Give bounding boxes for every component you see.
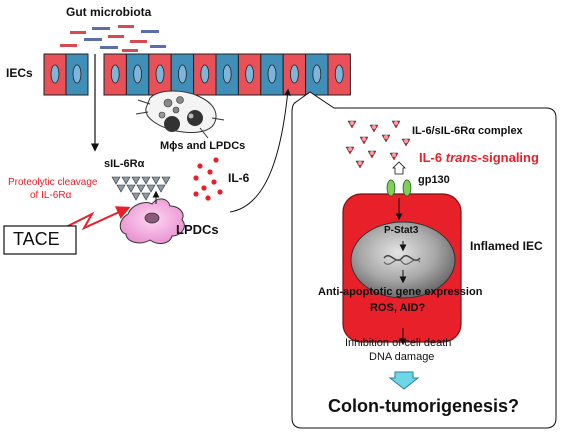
epithelial-nucleus [267, 64, 277, 84]
gp130-receptor-icon [386, 161, 412, 197]
gut-microbiota [60, 25, 166, 52]
il6-dot [211, 179, 217, 185]
trans-signaling-label: IL-6 trans-signaling [419, 150, 539, 165]
sil6ra-label: sIL-6Rα [104, 158, 145, 170]
inhibition-label: Inhibition of cell death [345, 337, 452, 349]
complex-il6 [372, 125, 376, 129]
il6-dot [207, 169, 213, 175]
complex-molecule [347, 120, 357, 129]
complex-molecule [369, 124, 379, 133]
complex-molecule [345, 146, 355, 155]
complex-il6 [350, 121, 354, 125]
trans-signaling-prefix: IL-6 [419, 150, 446, 165]
complex-il6 [384, 135, 388, 139]
lpdc-cell-icon [119, 198, 185, 244]
sil6ra-triangle [116, 184, 126, 193]
epithelial-nucleus [133, 64, 143, 84]
complex-molecule [391, 120, 401, 129]
epithelial-nucleus [200, 64, 210, 84]
outcome-arrow-icon [388, 371, 420, 390]
outcome-label: Colon-tumorigenesis? [328, 396, 520, 416]
sil6ra-triangle [156, 184, 166, 193]
tace-label: TACE [13, 229, 60, 249]
lpdcs-label: LPDCs [176, 222, 219, 237]
complex-molecule [359, 136, 369, 145]
complex-il6 [392, 153, 396, 157]
sil6ra-triangle [121, 176, 131, 185]
sil6ra-triangle [161, 176, 171, 185]
sil6ra-triangle [126, 184, 136, 193]
epithelial-nucleus [222, 64, 232, 84]
tace-box [3, 225, 77, 255]
il6-dot [213, 157, 219, 163]
macrophages-lpdcs-label: Mϕs and LPDCs [160, 140, 246, 152]
sil6ra-triangle [131, 176, 141, 185]
epithelium-right-segment [103, 53, 351, 96]
complex-il6 [370, 151, 374, 155]
il6-dot [205, 195, 211, 201]
dna-damage-label: DNA damage [369, 351, 435, 363]
inflamed-iec-label: Inflamed IEC [470, 239, 543, 253]
complex-il6 [404, 139, 408, 143]
complex-il6 [348, 147, 352, 151]
epithelial-nucleus [245, 64, 255, 84]
complex-il6 [358, 161, 362, 165]
epithelial-nucleus [110, 64, 120, 84]
signal-curve-arrow [229, 88, 291, 213]
gut-microbiota-label: Gut microbiota [66, 5, 152, 19]
il6-dot [193, 175, 199, 181]
complex-molecule [355, 160, 365, 169]
nucleus [350, 221, 456, 299]
gp130-label: gp130 [418, 174, 450, 186]
dna-icon-strand [383, 259, 421, 265]
complex-molecule [381, 134, 391, 143]
il6-molecules [193, 157, 223, 201]
sil6ra-triangle [131, 192, 141, 201]
anti-apoptotic-label: Anti-apoptotic gene expression [318, 286, 483, 298]
cleavage-arrow [59, 206, 131, 231]
epithelial-nucleus [177, 64, 187, 84]
il6-dot [201, 185, 207, 191]
sil6ra-molecules [111, 176, 171, 201]
macrophage-icon [135, 90, 225, 139]
proteolytic-cleavage-line2: of IL-6Rα [30, 190, 72, 201]
complex-molecule [389, 152, 399, 161]
complex-il6 [362, 137, 366, 141]
complex-il6 [394, 121, 398, 125]
epithelial-nucleus [334, 64, 344, 84]
trans-signaling-suffix: -signaling [477, 150, 539, 165]
il6-sil6ra-complexes [345, 120, 411, 169]
sil6ra-triangle [141, 176, 151, 185]
trans-signaling-italic: trans [445, 150, 478, 165]
sil6ra-triangle [146, 184, 156, 193]
complex-molecule [367, 150, 377, 159]
sil6ra-triangle [111, 176, 121, 185]
il6-label: IL-6 [228, 171, 250, 185]
sil6ra-triangle [151, 176, 161, 185]
pstat3-label: P-Stat3 [384, 225, 419, 236]
complex-label: IL-6/sIL-6Rα complex [412, 125, 523, 137]
ros-aid-label: ROS, AID? [370, 302, 426, 314]
epithelial-nucleus [312, 64, 322, 84]
sil6ra-triangle [141, 192, 151, 201]
complex-molecule [401, 138, 411, 147]
epithelial-nucleus [155, 64, 165, 84]
iecs-label: IECs [6, 66, 33, 80]
sil6ra-triangle [136, 184, 146, 193]
epithelium-layer [43, 53, 351, 96]
il6-dot [193, 191, 199, 197]
il6-dot [197, 163, 203, 169]
epithelial-nucleus [289, 64, 299, 84]
epithelium-left-segment [43, 53, 89, 96]
proteolytic-cleavage-line1: Proteolytic cleavage [8, 177, 98, 188]
il6-dot [217, 189, 223, 195]
